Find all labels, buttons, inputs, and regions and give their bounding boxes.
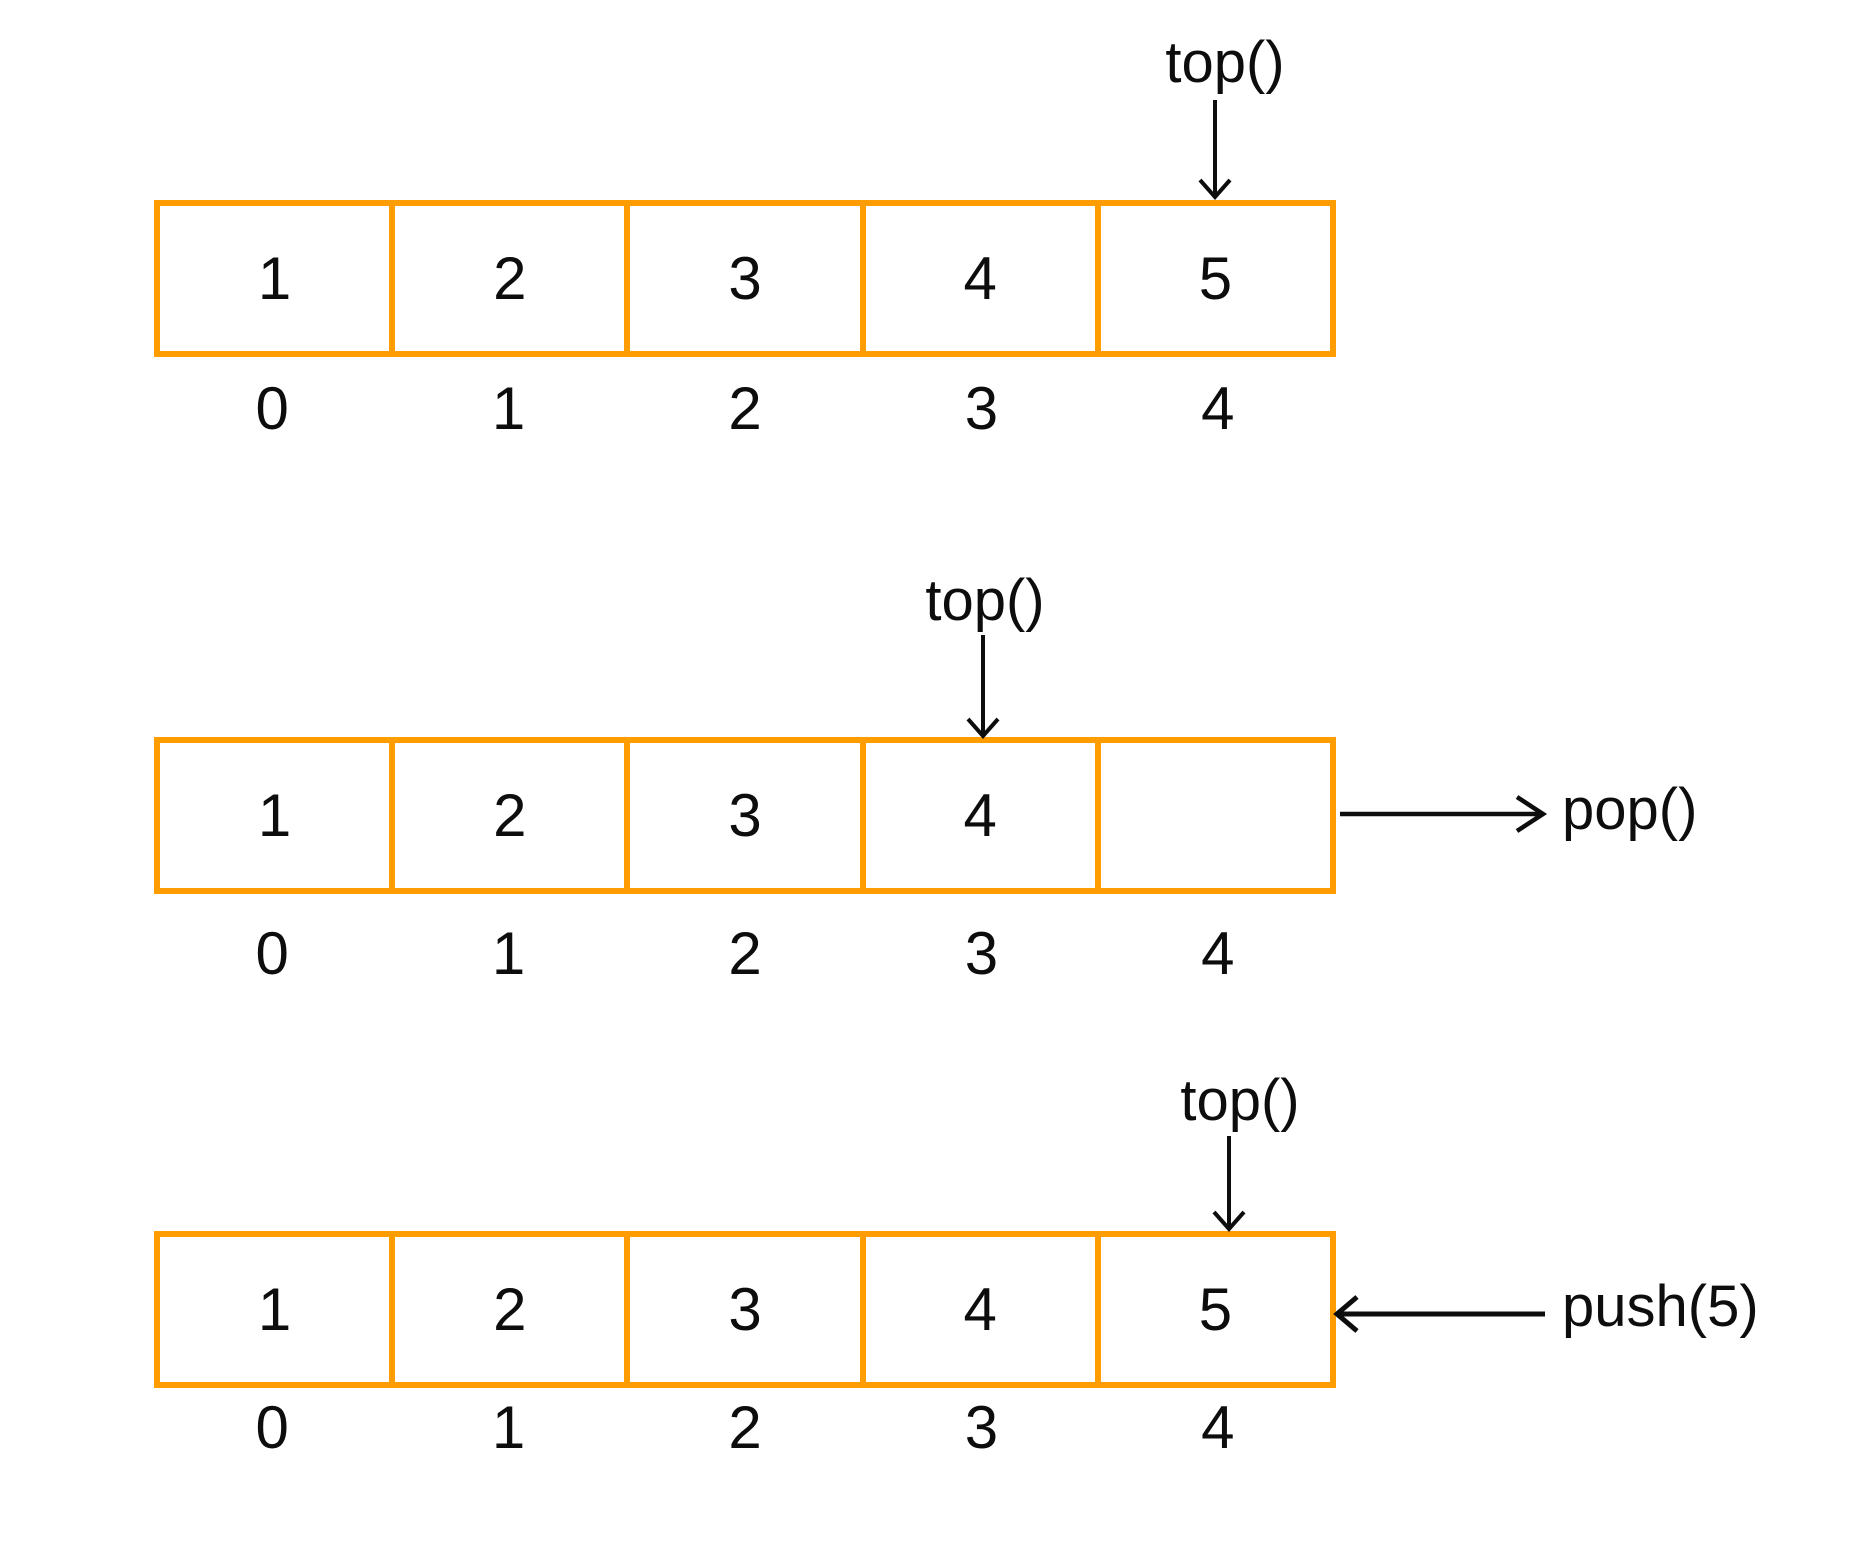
stack-cell: 3 (624, 743, 859, 888)
index-label: 2 (728, 374, 762, 442)
top-pointer-arrow (966, 635, 1000, 740)
index-label: 0 (255, 919, 289, 987)
stack-array: 1 2 3 4 5 (154, 200, 1336, 357)
index-row: 0 1 2 3 4 (154, 1393, 1336, 1461)
index-label: 1 (491, 919, 526, 987)
index-label: 4 (1201, 1393, 1235, 1461)
stack-cell: 2 (389, 743, 624, 888)
index-row: 0 1 2 3 4 (154, 919, 1336, 987)
stack-cell: 4 (859, 206, 1095, 351)
index-label: 0 (255, 1393, 289, 1461)
pop-label: pop() (1562, 777, 1698, 842)
index-label: 0 (255, 374, 289, 442)
index-label: 4 (1201, 919, 1235, 987)
stack-cell: 1 (257, 782, 292, 849)
top-pointer-arrow (1212, 1136, 1246, 1233)
stack-cell: 5 (1094, 206, 1330, 351)
index-label: 3 (964, 919, 999, 987)
stack-cell: 5 (1094, 1237, 1330, 1382)
pop-arrow (1340, 795, 1548, 833)
push-label: push(5) (1562, 1274, 1759, 1339)
index-row: 0 1 2 3 4 (154, 374, 1336, 442)
stack-cell: 2 (389, 1237, 624, 1382)
index-label: 1 (491, 374, 526, 442)
push-arrow (1333, 1295, 1545, 1333)
stack-cell: 4 (859, 1237, 1095, 1382)
index-label: 3 (964, 1393, 999, 1461)
top-pointer-arrow (1198, 100, 1232, 201)
stack-cell: 4 (859, 743, 1095, 888)
top-pointer-label: top() (1165, 30, 1285, 95)
stack-array: 1 2 3 4 (154, 737, 1336, 894)
stack-cell: 3 (624, 1237, 859, 1382)
stack-array: 1 2 3 4 5 (154, 1231, 1336, 1388)
stack-cell: 1 (257, 1276, 292, 1343)
stack-cell: 3 (624, 206, 859, 351)
index-label: 1 (491, 1393, 526, 1461)
index-label: 2 (728, 919, 762, 987)
top-pointer-label: top() (1180, 1068, 1300, 1133)
index-label: 4 (1201, 374, 1235, 442)
stack-cell: 1 (257, 245, 292, 312)
stack-cell: 2 (389, 206, 624, 351)
index-label: 3 (964, 374, 999, 442)
top-pointer-label: top() (925, 568, 1045, 633)
index-label: 2 (728, 1393, 762, 1461)
stack-cell-empty (1094, 743, 1330, 888)
